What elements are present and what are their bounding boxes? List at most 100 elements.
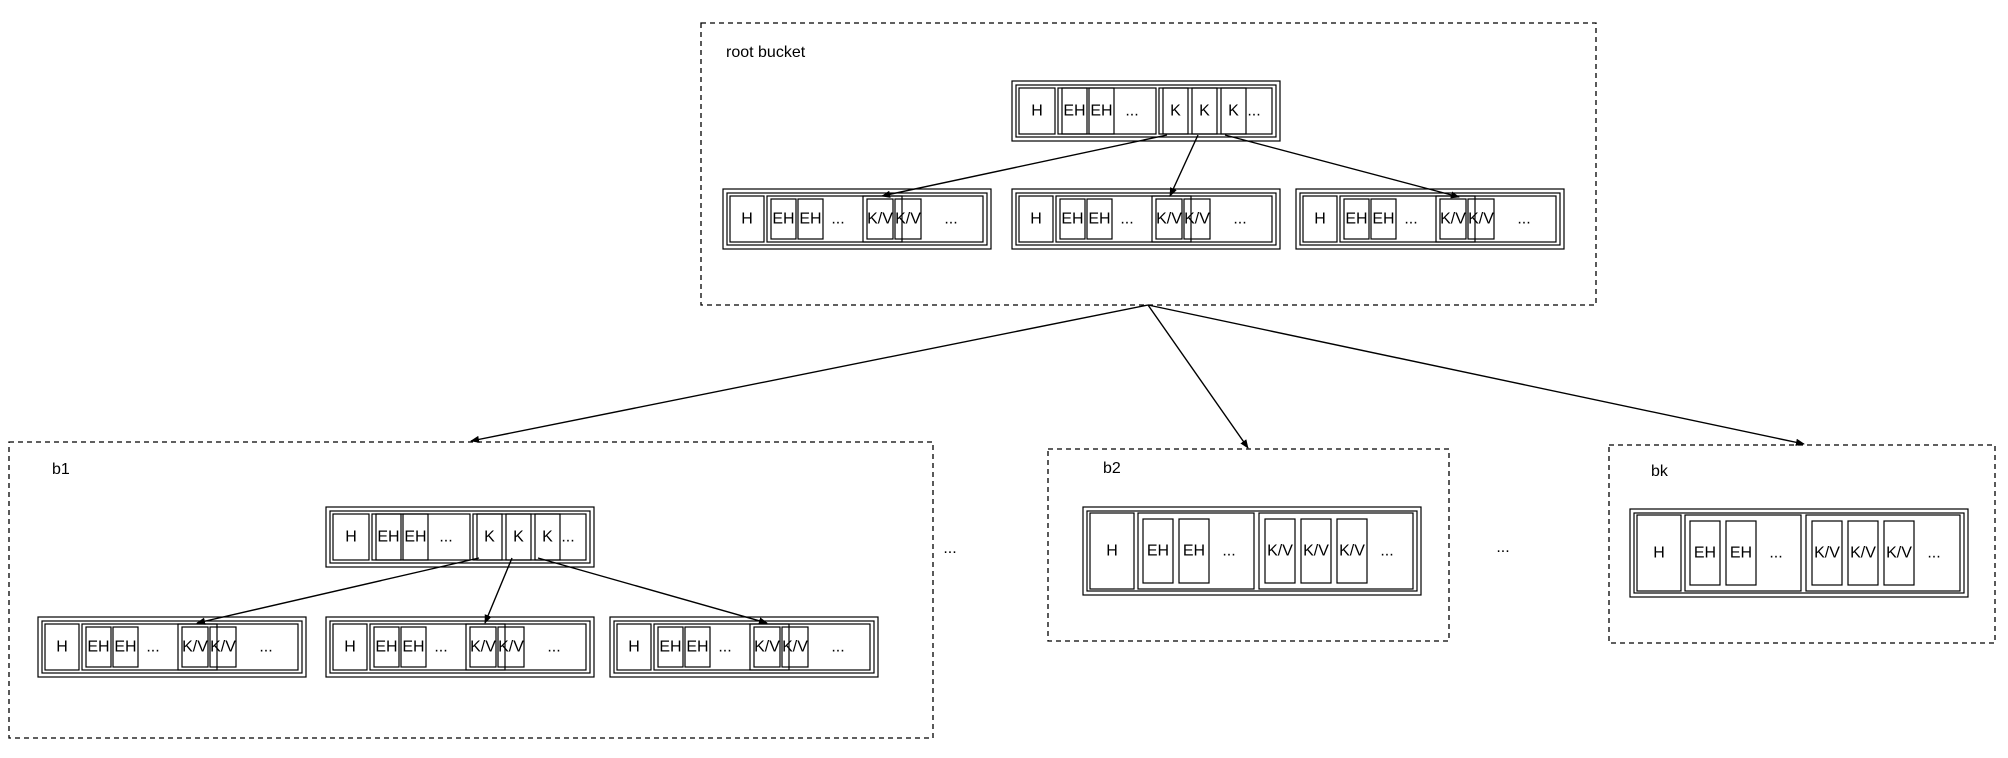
kv-group [1435,195,1557,243]
kv-group [1805,514,1961,592]
element-header-cell [373,626,400,668]
key-more: ... [1247,103,1260,120]
key-label: K [484,529,495,546]
arrows-layer [196,134,1805,625]
element-header-more: ... [1120,211,1133,228]
element-header-group [1339,195,1476,243]
element-header-cell [797,198,824,240]
kv-cell [1336,518,1368,584]
element-header-cell [657,626,684,668]
element-header-label: EH [799,211,821,228]
element-header-cell [1059,198,1086,240]
kv-more: ... [259,639,272,656]
kv-label: K/V [1303,543,1329,560]
page-header-cell [1636,514,1682,592]
kv-label: K/V [867,211,893,228]
element-header-label: EH [1061,211,1083,228]
element-header-cell [770,198,797,240]
bucket-gap-ellipsis-2: ... [1496,539,1509,556]
element-header-label: EH [1090,103,1112,120]
arrow-root-to-b1 [470,304,1149,443]
page-header-label: H [344,639,356,656]
element-header-cell [1088,87,1115,135]
page-header-cell [616,623,652,671]
kv-label: K/V [1184,211,1210,228]
element-header-label: EH [1063,103,1085,120]
kv-label: K/V [1814,545,1840,562]
element-header-cell [1689,520,1721,586]
kv-label: K/V [754,639,780,656]
element-header-label: EH [404,529,426,546]
kv-cell [1183,198,1211,240]
element-header-label: EH [375,639,397,656]
element-header-more: ... [146,639,159,656]
key-cell [476,513,503,561]
page-outer-border [722,188,992,250]
page-inner-border [1299,192,1561,246]
page-inner-border [726,192,988,246]
page-header-label: H [741,211,753,228]
kv-group [1151,195,1273,243]
element-header-cell [400,626,427,668]
element-header-label: EH [686,639,708,656]
element-header-more: ... [718,639,731,656]
page-outer-border [325,506,595,568]
kv-group [1258,512,1414,590]
kv-more: ... [1927,545,1940,562]
element-header-label: EH [402,639,424,656]
kv-label: K/V [470,639,496,656]
page-header-label: H [1031,103,1043,120]
element-header-group [1137,512,1255,590]
element-header-group [766,195,903,243]
element-header-cell [684,626,711,668]
page-inner-border [1633,512,1965,594]
element-header-group [369,623,506,671]
element-header-more: ... [831,211,844,228]
arrow-b1-branch-3 [537,557,768,625]
page-header-label: H [345,529,357,546]
element-header-group [1055,195,1192,243]
kv-label: K/V [1886,545,1912,562]
element-header-label: EH [1372,211,1394,228]
page-header-cell [729,195,765,243]
b1-bucket-label: b1 [52,461,70,478]
element-header-cell [402,513,429,561]
kv-cell [1467,198,1495,240]
kv-cell [1155,198,1183,240]
kv-cell [1264,518,1296,584]
page-header-cell [1018,195,1054,243]
kv-more: ... [1517,211,1530,228]
kv-cell [1439,198,1467,240]
element-header-more: ... [1222,543,1235,560]
element-header-more: ... [434,639,447,656]
kv-cell [894,198,922,240]
key-cell [505,513,532,561]
element-header-cell [1725,520,1757,586]
kv-cell [866,198,894,240]
key-label: K [1228,103,1239,120]
element-header-label: EH [1730,545,1752,562]
kv-group [862,195,984,243]
page-outer-border [1011,80,1281,142]
arrow-root-branch-2 [1169,134,1199,197]
page-outer-border [1082,506,1422,596]
element-header-label: EH [1088,211,1110,228]
element-header-label: EH [659,639,681,656]
page-header-cell [332,623,368,671]
kv-cell [209,626,237,668]
element-header-group [81,623,218,671]
kv-label: K/V [1468,211,1494,228]
page-inner-border [1086,510,1418,592]
page-outer-border [37,616,307,678]
kv-cell [181,626,209,668]
page-outer-border [1629,508,1969,598]
kv-more: ... [831,639,844,656]
element-header-label: EH [1694,545,1716,562]
